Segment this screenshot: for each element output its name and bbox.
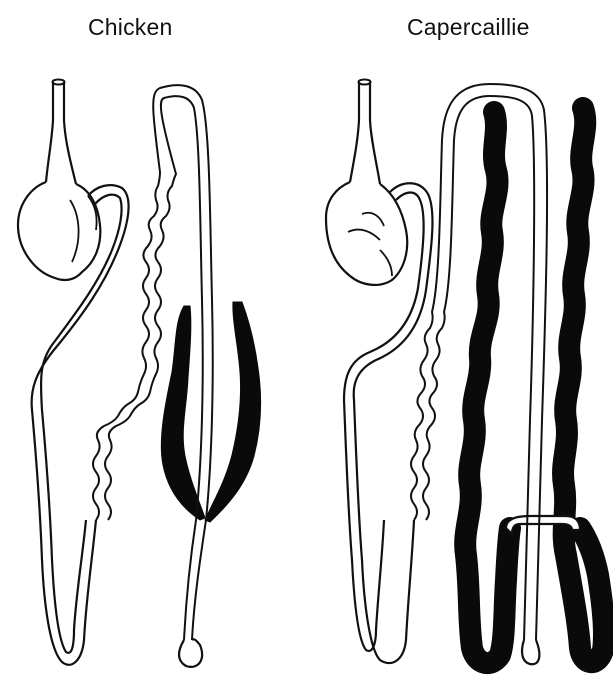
capercaillie-gizzard bbox=[326, 182, 407, 285]
capercaillie-digestive-tract bbox=[326, 80, 604, 665]
capercaillie-oesophagus-opening bbox=[359, 80, 371, 85]
chicken-oesophagus bbox=[46, 82, 76, 184]
capercaillie-gizzard-fold bbox=[348, 213, 392, 276]
capercaillie-rectum bbox=[522, 640, 539, 664]
capercaillie-left-caecum bbox=[465, 112, 510, 663]
capercaillie-right-caecum bbox=[563, 108, 604, 662]
chicken-gizzard-fold bbox=[70, 196, 97, 262]
chicken-oesophagus-opening bbox=[53, 80, 65, 85]
chicken-jejunum-outer bbox=[93, 85, 213, 640]
chicken-digestive-tract bbox=[18, 80, 261, 667]
chicken-rectum bbox=[179, 639, 202, 667]
capercaillie-oesophagus bbox=[350, 82, 380, 184]
chicken-duodenum-outer bbox=[32, 185, 129, 665]
